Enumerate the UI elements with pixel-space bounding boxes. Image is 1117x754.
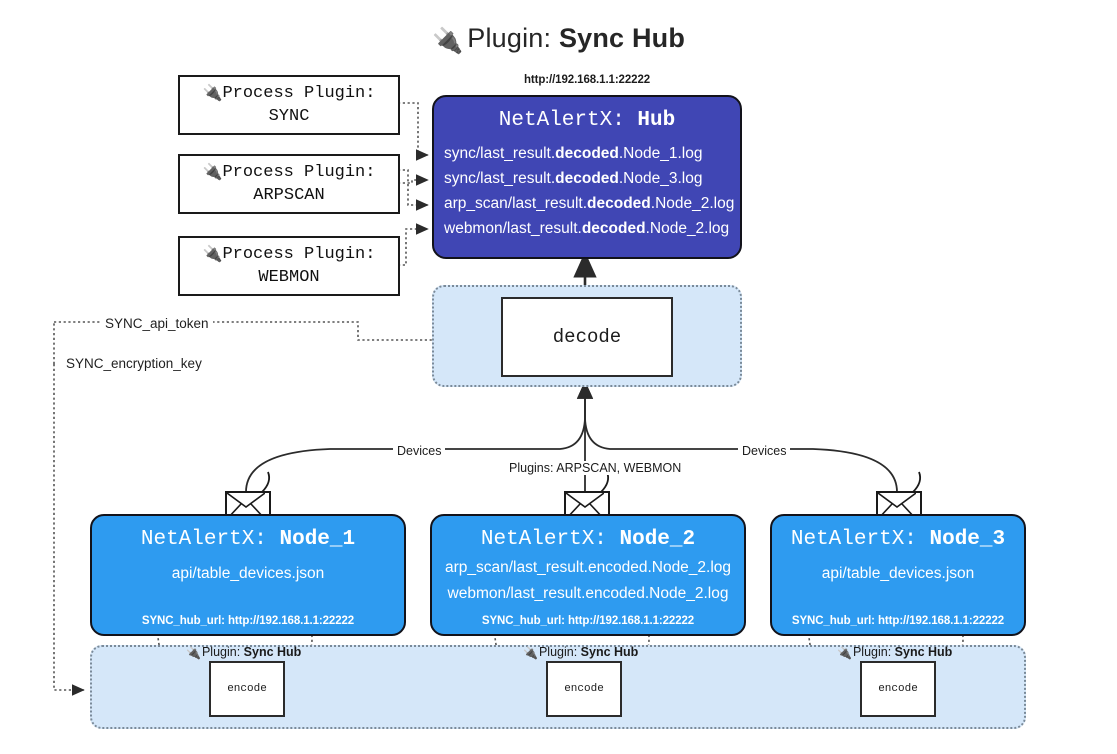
process-plugin-webmon-line1: 🔌Process Plugin: <box>202 245 376 264</box>
hub-url-label: http://192.168.1.1:22222 <box>523 74 651 86</box>
page-title: 🔌Plugin: Sync Hub <box>0 16 1117 63</box>
encode-1-plugin-label: 🔌Plugin: Sync Hub <box>186 645 302 660</box>
plug-icon: 🔌 <box>523 646 538 660</box>
page-title-name: Sync Hub <box>558 23 686 53</box>
process-plugin-arpscan[interactable]: 🔌Process Plugin: ARPSCAN <box>178 154 400 214</box>
node-1-hub-url: SYNC_hub_url: http://192.168.1.1:22222 <box>141 615 355 627</box>
hub-log-line: webmon/last_result.decoded.Node_2.log <box>444 220 730 237</box>
node-2-hub-url: SYNC_hub_url: http://192.168.1.1:22222 <box>481 615 695 627</box>
node-3[interactable]: NetAlertX: Node_3 api/table_devices.json… <box>770 514 1026 636</box>
node-3-line: api/table_devices.json <box>821 565 975 582</box>
plug-icon: 🔌 <box>202 246 223 263</box>
process-plugin-webmon[interactable]: 🔌Process Plugin: WEBMON <box>178 236 400 296</box>
hub-node[interactable]: NetAlertX: Hub sync/last_result.decoded.… <box>432 95 742 259</box>
process-plugin-webmon-name: WEBMON <box>258 268 320 287</box>
hub-log-line: arp_scan/last_result.decoded.Node_2.log <box>444 195 735 212</box>
hub-title: NetAlertX: Hub <box>498 109 676 132</box>
plug-icon: 🔌 <box>837 646 852 660</box>
edge-label-plugins: Plugins: ARPSCAN, WEBMON <box>505 461 686 475</box>
process-plugin-sync-line1: 🔌Process Plugin: <box>202 84 376 103</box>
process-plugin-arpscan-name: ARPSCAN <box>253 186 325 205</box>
node-3-hub-url: SYNC_hub_url: http://192.168.1.1:22222 <box>791 615 1005 627</box>
process-plugin-sync[interactable]: 🔌Process Plugin: SYNC <box>178 75 400 135</box>
edge-label-devices-right: Devices <box>738 444 791 458</box>
node-2-line: arp_scan/last_result.encoded.Node_2.log <box>444 559 732 576</box>
node-3-title: NetAlertX: Node_3 <box>790 528 1006 551</box>
node-1-line: api/table_devices.json <box>171 565 325 582</box>
plug-icon: 🔌 <box>202 164 223 181</box>
sync-api-token-label: SYNC_api_token <box>101 316 213 331</box>
sync-encryption-key-label: SYNC_encryption_key <box>62 356 206 371</box>
node-2-title: NetAlertX: Node_2 <box>480 528 696 551</box>
edge-label-devices-left: Devices <box>393 444 446 458</box>
hub-log-line: sync/last_result.decoded.Node_1.log <box>444 145 703 162</box>
plug-icon: 🔌 <box>186 646 201 660</box>
encode-box-1[interactable]: encode <box>209 661 285 717</box>
node-1-title: NetAlertX: Node_1 <box>140 528 356 551</box>
node-2-line: webmon/last_result.encoded.Node_2.log <box>447 585 729 602</box>
encode-2-plugin-label: 🔌Plugin: Sync Hub <box>523 645 639 660</box>
plug-icon: 🔌 <box>431 27 464 55</box>
process-plugin-arpscan-line1: 🔌Process Plugin: <box>202 163 376 182</box>
node-1[interactable]: NetAlertX: Node_1 api/table_devices.json… <box>90 514 406 636</box>
encode-box-2[interactable]: encode <box>546 661 622 717</box>
hub-log-line: sync/last_result.decoded.Node_3.log <box>444 170 703 187</box>
node-2[interactable]: NetAlertX: Node_2 arp_scan/last_result.e… <box>430 514 746 636</box>
encode-box-3[interactable]: encode <box>860 661 936 717</box>
process-plugin-sync-name: SYNC <box>268 107 310 126</box>
plug-icon: 🔌 <box>202 85 223 102</box>
decode-box[interactable]: decode <box>501 297 673 377</box>
page-title-prefix: Plugin: <box>467 23 559 53</box>
encode-3-plugin-label: 🔌Plugin: Sync Hub <box>837 645 953 660</box>
